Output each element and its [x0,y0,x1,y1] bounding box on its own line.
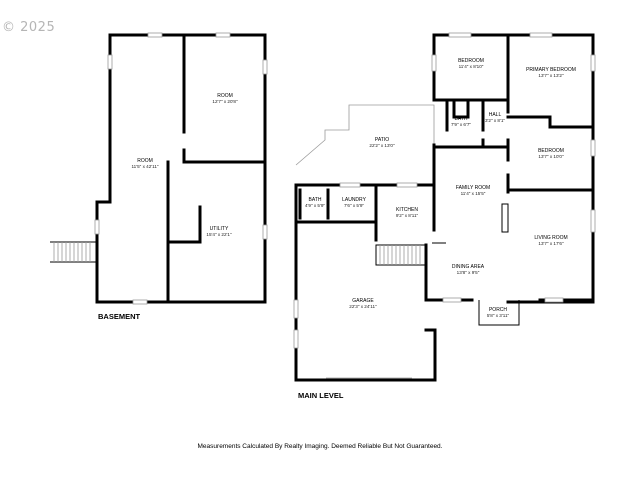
room-dimensions: 3'2" x 8'1" [484,118,506,123]
room-dimensions: 9'2" x 8'11" [395,213,419,218]
room-name: FAMILY ROOM [455,185,491,191]
room-name: ROOM [217,93,233,99]
room-label-primary-bedroom: PRIMARY BEDROOM 13'7" x 13'2" [526,67,576,79]
room-name: PRIMARY BEDROOM [526,67,576,73]
basement-plan [50,32,268,305]
room-dimensions: 22'2" x 13'0" [369,143,395,148]
room-label-living-room: LIVING ROOM 13'7" x 17'6" [534,235,567,247]
room-label-dining-area: DINING AREA 13'8" x 9'5" [452,264,484,276]
room-name: BATH [308,197,322,203]
room-name: BEDROOM [458,58,484,64]
room-name: UTILITY [209,226,229,232]
room-dimensions: 13'7" x 10'0" [538,154,564,159]
room-label-hall: HALL 3'2" x 8'1" [485,112,505,124]
room-name: KITCHEN [396,207,418,213]
room-dimensions: 7'6" x 5'9" [343,203,365,208]
room-label-porch: PORCH 5'8" x 3'11" [487,307,509,319]
room-name: GARAGE [352,298,374,304]
room-dimensions: 13'8" x 9'5" [456,270,480,275]
room-name: PORCH [488,307,508,313]
room-dimensions: 12'7" x 20'8" [212,99,238,104]
room-dimensions: 15'4" x 22'1" [206,232,232,237]
room-dimensions: 4'9" x 5'9" [304,203,326,208]
room-name: BEDROOM [538,148,564,154]
room-label-bedroom-right: BEDROOM 13'7" x 10'0" [538,148,564,160]
measurement-disclaimer: Measurements Calculated By Realty Imagin… [197,443,443,450]
room-dimensions: 11'4" x 15'5" [460,191,486,196]
section-label-basement: BASEMENT [98,312,141,321]
room-dimensions: 13'7" x 13'2" [538,73,564,78]
room-label-family-room: FAMILY ROOM 11'4" x 15'5" [456,185,490,197]
room-name: PATIO [374,137,390,143]
room-dimensions: 22'3" x 24'11" [349,304,377,309]
room-dimensions: 5'8" x 3'11" [486,313,510,318]
room-name: ROOM [137,158,153,164]
room-label-basement-room: ROOM 11'5" x 42'11" [131,158,158,170]
room-label-bedroom-top: BEDROOM 11'4" x 8'10" [458,58,484,70]
room-label-basement-room2: ROOM 12'7" x 20'8" [212,93,237,105]
room-label-patio: PATIO 22'2" x 13'0" [369,137,394,149]
room-name: LIVING ROOM [534,235,568,241]
room-label-utility: UTILITY 15'4" x 22'1" [206,226,231,238]
copyright-watermark: © 2025 [2,20,56,35]
room-dimensions: 13'7" x 17'6" [538,241,564,246]
room-label-kitchen: KITCHEN 9'2" x 8'11" [396,207,418,219]
room-label-bath-lower: BATH 4'9" x 5'9" [305,197,325,209]
room-label-garage: GARAGE 22'3" x 24'11" [349,298,376,310]
room-label-laundry: LAUNDRY 7'6" x 5'9" [342,197,366,209]
room-name: LAUNDRY [342,197,366,203]
room-dimensions: 11'5" x 42'11" [131,164,159,169]
room-name: BATH [454,116,468,122]
room-label-bath-upper: BATH 7'9" x 6'7" [451,116,471,128]
section-label-main-level: MAIN LEVEL [298,391,344,400]
room-dimensions: 7'9" x 6'7" [450,122,472,127]
room-name: DINING AREA [451,264,485,270]
room-name: HALL [488,112,502,118]
room-dimensions: 11'4" x 8'10" [458,64,484,69]
main-level-plan [293,32,596,382]
